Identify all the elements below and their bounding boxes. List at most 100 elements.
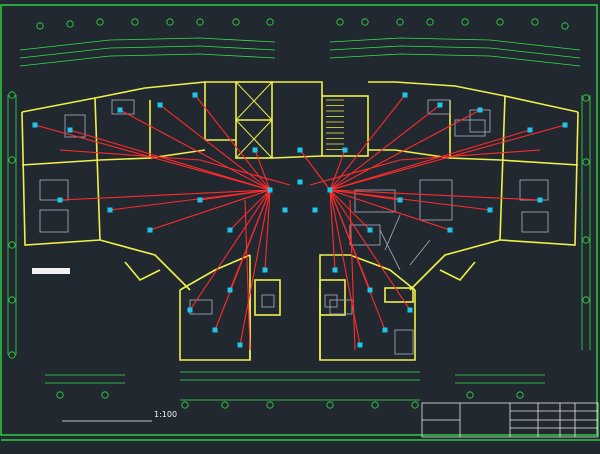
axis-circle: [496, 18, 504, 26]
wire-run: [59, 149, 201, 161]
axis-circle: [66, 20, 74, 28]
axis-circle: [266, 401, 274, 409]
wire-run: [329, 109, 481, 191]
axis-circle: [426, 18, 434, 26]
device-symbol: [487, 207, 493, 213]
furniture-piece: [409, 239, 431, 266]
furniture-piece: [419, 179, 453, 221]
axis-circle: [221, 401, 229, 409]
axis-circle: [96, 18, 104, 26]
axis-circle: [166, 18, 174, 26]
stair-treads: [326, 99, 344, 150]
axis-circle: [8, 241, 16, 249]
axis-circle: [8, 156, 16, 164]
electrical-devices: [32, 92, 568, 348]
wire-run: [329, 189, 361, 346]
furniture-piece: [519, 179, 549, 201]
device-symbol: [312, 207, 318, 213]
wire-run: [299, 149, 331, 191]
device-symbol: [107, 207, 113, 213]
axis-circle: [411, 401, 419, 409]
wire-run: [69, 129, 271, 191]
device-symbol: [267, 187, 273, 193]
device-symbol: [262, 267, 268, 273]
furniture-piece: [189, 299, 213, 315]
wire-run: [239, 189, 271, 346]
axis-circle: [266, 18, 274, 26]
device-symbol: [327, 187, 333, 193]
furniture-piece: [39, 179, 69, 201]
axis-circle: [101, 391, 109, 399]
device-symbol: [527, 127, 533, 133]
axis-circle: [531, 18, 539, 26]
wire-run: [34, 124, 271, 191]
axis-circle: [466, 391, 474, 399]
wire-run: [59, 189, 271, 201]
drawing-frame: [0, 4, 598, 436]
wire-run: [244, 199, 251, 351]
device-symbol: [562, 122, 568, 128]
axis-circle: [8, 91, 16, 99]
left-wing-walls: [21, 81, 206, 291]
furniture-piece: [324, 294, 338, 308]
device-symbol: [117, 107, 123, 113]
wire-run: [189, 189, 271, 311]
device-symbol: [57, 197, 63, 203]
elevator-shafts: [235, 81, 273, 159]
axis-circle: [196, 18, 204, 26]
left-dimension-chain: [7, 95, 17, 355]
axis-circle: [516, 391, 524, 399]
device-symbol: [357, 342, 363, 348]
wire-run: [349, 199, 356, 351]
wire-run: [329, 189, 541, 201]
furniture-piece: [394, 329, 414, 355]
axis-circle: [582, 296, 590, 304]
device-symbol: [477, 107, 483, 113]
top-left-dimension-chain: [19, 37, 276, 67]
axis-circle: [361, 18, 369, 26]
device-symbol: [437, 102, 443, 108]
furniture-piece: [354, 189, 396, 213]
device-symbol: [397, 197, 403, 203]
device-symbol: [252, 147, 258, 153]
device-symbol: [537, 197, 543, 203]
device-symbol: [147, 227, 153, 233]
device-symbol: [187, 307, 193, 313]
device-symbol: [402, 92, 408, 98]
furniture-piece: [111, 99, 135, 115]
title-block: [421, 402, 599, 438]
device-symbol: [282, 207, 288, 213]
furniture-piece: [521, 211, 549, 233]
furniture-piece: [427, 99, 451, 115]
axis-circle: [336, 18, 344, 26]
wire-run: [329, 94, 406, 191]
device-symbol: [367, 287, 373, 293]
axis-circle: [131, 18, 139, 26]
right-wing-walls: [394, 81, 579, 291]
furniture-piece: [454, 119, 486, 137]
wire-run: [329, 189, 336, 271]
right-dimension-chain: [581, 95, 591, 350]
axis-circle: [8, 296, 16, 304]
furniture-piece: [261, 294, 275, 308]
axis-circle: [326, 401, 334, 409]
wire-run: [399, 149, 541, 161]
device-symbol: [227, 227, 233, 233]
lower-unit-walls: [179, 254, 416, 361]
wire-run: [159, 104, 271, 191]
wire-run: [149, 189, 271, 231]
axis-circle: [396, 18, 404, 26]
device-symbol: [197, 197, 203, 203]
axis-circle: [461, 18, 469, 26]
axis-circle: [561, 22, 569, 30]
axis-circle: [56, 391, 64, 399]
device-symbol: [237, 342, 243, 348]
bottom-dimension-chain: [45, 371, 545, 401]
wire-run: [199, 159, 291, 186]
device-symbol: [32, 122, 38, 128]
wire-run: [194, 94, 271, 191]
wire-run: [329, 104, 441, 191]
wire-run: [229, 189, 271, 291]
device-symbol: [297, 147, 303, 153]
